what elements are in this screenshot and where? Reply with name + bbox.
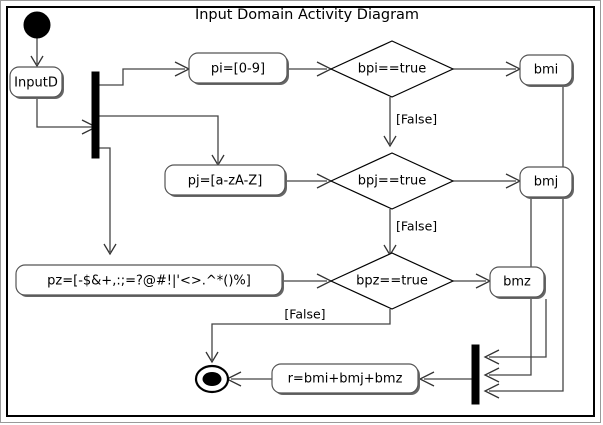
edge-result-to-final xyxy=(225,371,272,387)
diagram-inner-frame xyxy=(6,6,595,417)
decision-bpj[interactable]: bpj==true xyxy=(329,152,455,210)
action-input[interactable]: InputD xyxy=(9,66,64,99)
edge-fork-to-pj xyxy=(99,115,225,167)
action-result[interactable]: r=bmi+bmj+bmz xyxy=(271,363,420,395)
edge-bmj-to-join xyxy=(483,199,532,383)
action-pz[interactable]: pz=[-$&+,:;=?@#!|'<>.^*()%] xyxy=(15,264,284,297)
edge-join-to-result xyxy=(418,371,478,387)
action-pi-label: pi=[0-9] xyxy=(211,62,265,77)
action-bmz[interactable]: bmz xyxy=(489,266,546,299)
action-input-label: InputD xyxy=(14,76,58,91)
action-bmz-label: bmz xyxy=(503,275,531,290)
edge-bmz-to-join xyxy=(483,299,547,365)
edge-bpi-to-bmi xyxy=(453,61,522,77)
edge-pj-to-bpj xyxy=(285,173,333,189)
edge-pz-to-bpz xyxy=(281,273,333,289)
guard-bpi-false: [False] xyxy=(396,112,437,127)
join-bar xyxy=(471,344,480,405)
decision-bpz[interactable]: bpz==true xyxy=(329,252,455,310)
edge-bpj-false-to-bpz xyxy=(383,209,397,257)
action-bmj[interactable]: bmj xyxy=(519,166,574,199)
action-bmi-label: bmi xyxy=(534,63,559,78)
page-title: Input Domain Activity Diagram xyxy=(195,7,419,23)
final-node xyxy=(194,364,230,394)
edge-fork-to-pz xyxy=(99,147,117,256)
action-result-label: r=bmi+bmj+bmz xyxy=(288,372,403,387)
edge-bpz-to-bmz xyxy=(453,273,492,289)
decision-bpi[interactable]: bpi==true xyxy=(329,40,455,98)
edge-initial-to-input xyxy=(30,38,44,68)
decision-bpi-label: bpi==true xyxy=(358,62,427,77)
edge-pi-to-bpi xyxy=(287,61,333,77)
edge-input-to-fork xyxy=(36,99,98,135)
action-pz-label: pz=[-$&+,:;=?@#!|'<>.^*()%] xyxy=(47,274,251,289)
fork-bar xyxy=(91,71,100,159)
edge-fork-to-pi xyxy=(99,61,191,86)
action-bmi[interactable]: bmi xyxy=(519,54,574,87)
edge-bpz-false-to-final xyxy=(205,309,391,364)
edge-bpj-to-bmj xyxy=(453,173,522,189)
initial-node xyxy=(23,11,51,39)
decision-bpz-label: bpz==true xyxy=(356,274,428,289)
edge-bpi-false-to-bpj xyxy=(383,97,397,148)
action-pj[interactable]: pj=[a-zA-Z] xyxy=(164,164,287,197)
action-pj-label: pj=[a-zA-Z] xyxy=(188,174,263,189)
guard-bpz-false: [False] xyxy=(284,307,325,322)
action-pi[interactable]: pi=[0-9] xyxy=(188,52,289,85)
decision-bpj-label: bpj==true xyxy=(358,174,427,189)
guard-bpj-false: [False] xyxy=(396,219,437,234)
action-bmj-label: bmj xyxy=(534,175,559,190)
